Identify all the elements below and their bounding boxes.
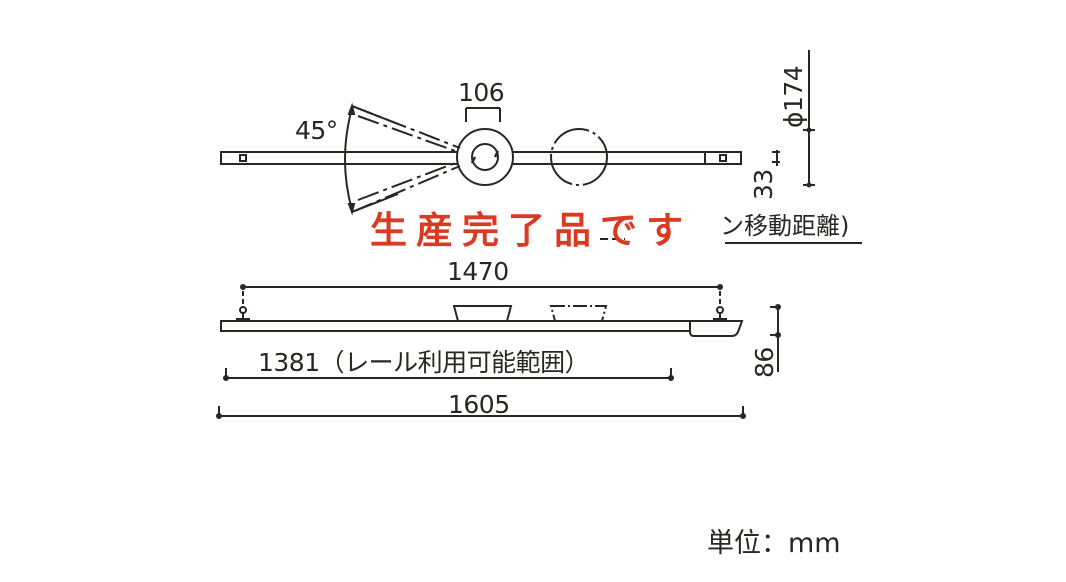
unit-label: 単位：mm [707, 528, 841, 559]
side-rail [220, 306, 744, 337]
total-length-label: 1605 [448, 390, 510, 419]
angle-label: 45° [295, 116, 338, 145]
head-circle-dashed [550, 128, 608, 186]
diameter-label: ϕ174 [779, 65, 808, 128]
dim-106 [465, 107, 501, 122]
usable-range-label: 1381（レール利用可能範囲） [258, 348, 590, 377]
dim-86 [770, 304, 781, 372]
height-label: 86 [750, 347, 779, 378]
side-head-solid [452, 305, 513, 322]
dim-1470 [240, 284, 723, 304]
mount-span-label: 1470 [447, 257, 509, 286]
dim-1605 [216, 406, 746, 419]
dim-1381 [223, 368, 674, 381]
rail-height-label: 33 [749, 169, 778, 200]
dim-174 [803, 50, 815, 188]
hidden-text-fragment: ン移動距離) [720, 212, 850, 240]
head-circle-solid [456, 128, 514, 186]
side-head-dashed [549, 305, 608, 322]
head-width-label: 106 [458, 78, 505, 107]
dim-33 [772, 150, 780, 166]
discontinued-notice: 生産完了品です [370, 209, 692, 252]
angle-arc [344, 107, 353, 211]
